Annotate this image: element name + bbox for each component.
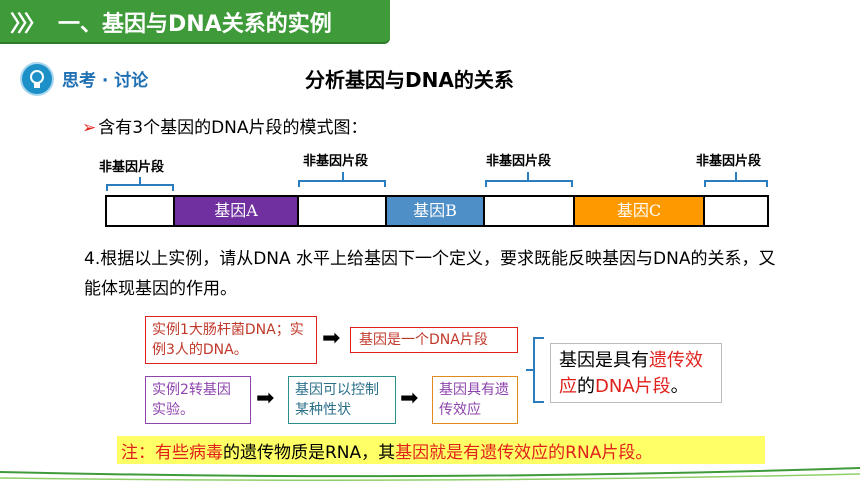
bracket-icon [526,337,544,403]
think-discuss-label: 思考 · 讨论 [62,71,149,91]
brace-2 [298,180,386,187]
nongene-segment [105,195,175,227]
conclusion-highlight: DNA片段 [595,376,671,397]
section-title: 一、基因与DNA关系的实例 [58,12,332,37]
mid2-box: 基因可以控制某种性状 [288,376,396,424]
note-highlight [117,436,765,464]
result1-box: 基因是一个DNA片段 [350,327,518,353]
brace-stem [342,172,344,180]
header-banner [0,0,390,42]
arrow-bullet-icon: ➢ [82,118,97,138]
note-part: 基因就是有遗传效应的RNA片段。 [395,443,653,463]
question-text: 4.根据以上实例，请从DNA 水平上给基因下一个定义，要求既能反映基因与DNA的… [84,249,776,299]
conclusion-box: 基因是具有遗传效应的DNA片段。 [550,343,722,403]
brace-stem [735,172,737,180]
result2-box: 基因具有遗传效应 [432,376,518,424]
brace-stem [139,177,141,185]
conclusion-part: 。 [670,376,689,397]
nongene-segment [483,195,575,227]
nongene-label-1: 非基因片段 [99,160,165,175]
bottom-decoration [0,467,860,481]
right-arrow-icon: ➡ [400,386,419,411]
gene-b-segment: 基因B [385,195,485,227]
nongene-label-4: 非基因片段 [696,154,762,169]
right-arrow-icon: ➡ [256,386,275,411]
gene-a-segment: 基因A [173,195,299,227]
brace-3 [485,180,573,187]
conclusion-part: 的 [577,376,595,397]
gene-c-segment: 基因C [573,195,705,227]
page-title: 分析基因与DNA的关系 [305,68,514,92]
right-arrow-icon: ➡ [322,326,341,351]
chevron-icon: 〉〉〉 [10,12,46,37]
subtitle-text: 含有3个基因的DNA片段的模式图： [98,118,368,138]
brace-stem [527,172,529,180]
nongene-segment [297,195,387,227]
nongene-label-2: 非基因片段 [303,154,369,169]
nongene-segment [703,195,769,227]
brace-1 [106,184,174,191]
brace-4 [704,180,768,187]
example1-box: 实例1大肠杆菌DNA；实例3人的DNA。 [145,316,317,364]
note-part: 的遗传物质是RNA，其 [223,443,396,463]
nongene-label-3: 非基因片段 [486,154,552,169]
subtitle: ➢含有3个基因的DNA片段的模式图： [82,113,368,138]
example2-box: 实例2转基因实验。 [145,376,251,424]
conclusion-part: 基因是具有 [559,350,649,371]
lightbulb-icon [20,62,54,96]
note-part: 有些病毒 [155,443,223,463]
note-text: 注：有些病毒的遗传物质是RNA，其基因就是有遗传效应的RNA片段。 [121,438,652,463]
note-part: 注： [121,443,155,463]
conclusion-highlight: 遗传效应 [559,350,703,397]
